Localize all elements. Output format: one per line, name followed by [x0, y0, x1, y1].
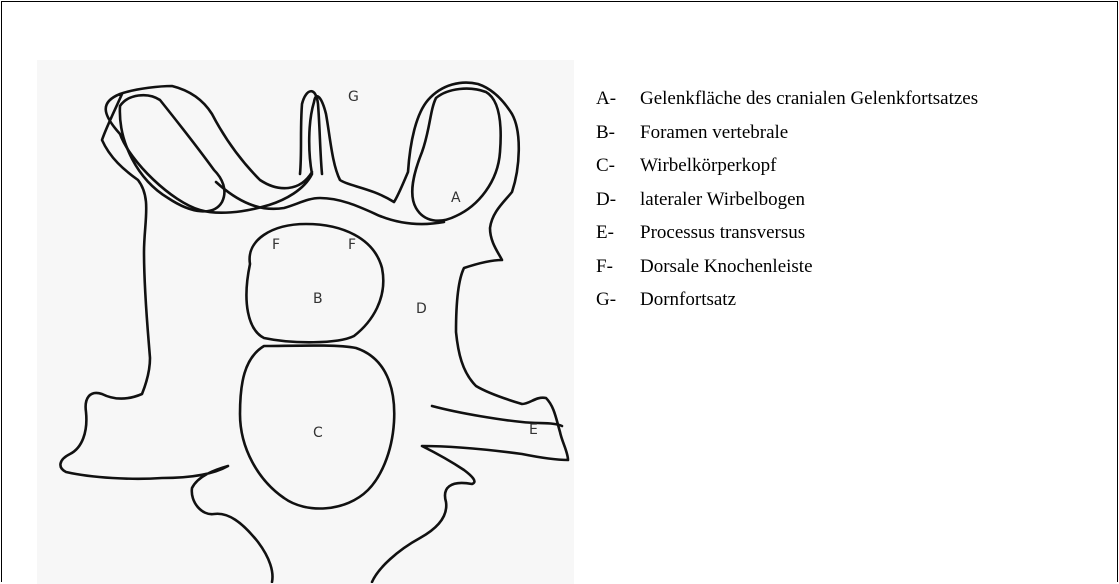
label-f-left: F	[272, 237, 280, 253]
legend-item: F- Dorsale Knochenleiste	[596, 250, 978, 284]
vertebral-foramen	[246, 224, 383, 342]
label-c: C	[313, 425, 323, 441]
legend-text: Wirbelkörperkopf	[640, 149, 776, 183]
legend-key: A-	[596, 82, 640, 116]
legend-item: B- Foramen vertebrale	[596, 116, 978, 150]
legend-key: G-	[596, 283, 640, 317]
dorsal-arch	[216, 182, 444, 224]
label-f-right: F	[348, 237, 356, 253]
legend-text: Gelenkfläche des cranialen Gelenkfortsat…	[640, 82, 978, 116]
legend-key: B-	[596, 116, 640, 150]
legend-text: Dornfortsatz	[640, 283, 736, 317]
legend-key: C-	[596, 149, 640, 183]
legend-item: E-Processus transversus	[596, 216, 978, 250]
legend: A-Gelenkfläche des cranialen Gelenkforts…	[596, 82, 978, 317]
legend-key: D-	[596, 183, 640, 217]
transverse-process	[432, 406, 562, 426]
legend-text: Processus transversus	[640, 216, 805, 250]
legend-text: Foramen vertebrale	[640, 116, 788, 150]
legend-item: D- lateraler Wirbelbogen	[596, 183, 978, 217]
label-e: E	[529, 422, 538, 438]
legend-item: C-Wirbelkörperkopf	[596, 149, 978, 183]
label-d: D	[416, 301, 427, 317]
legend-item: G- Dornfortsatz	[596, 283, 978, 317]
legend-key: F-	[596, 250, 640, 284]
label-b: B	[313, 291, 323, 307]
legend-text: Dorsale Knochenleiste	[640, 250, 813, 284]
label-g: G	[348, 89, 359, 105]
legend-item: A-Gelenkfläche des cranialen Gelenkforts…	[596, 82, 978, 116]
legend-text: lateraler Wirbelbogen	[640, 183, 805, 217]
label-a: A	[451, 190, 461, 206]
legend-key: E-	[596, 216, 640, 250]
